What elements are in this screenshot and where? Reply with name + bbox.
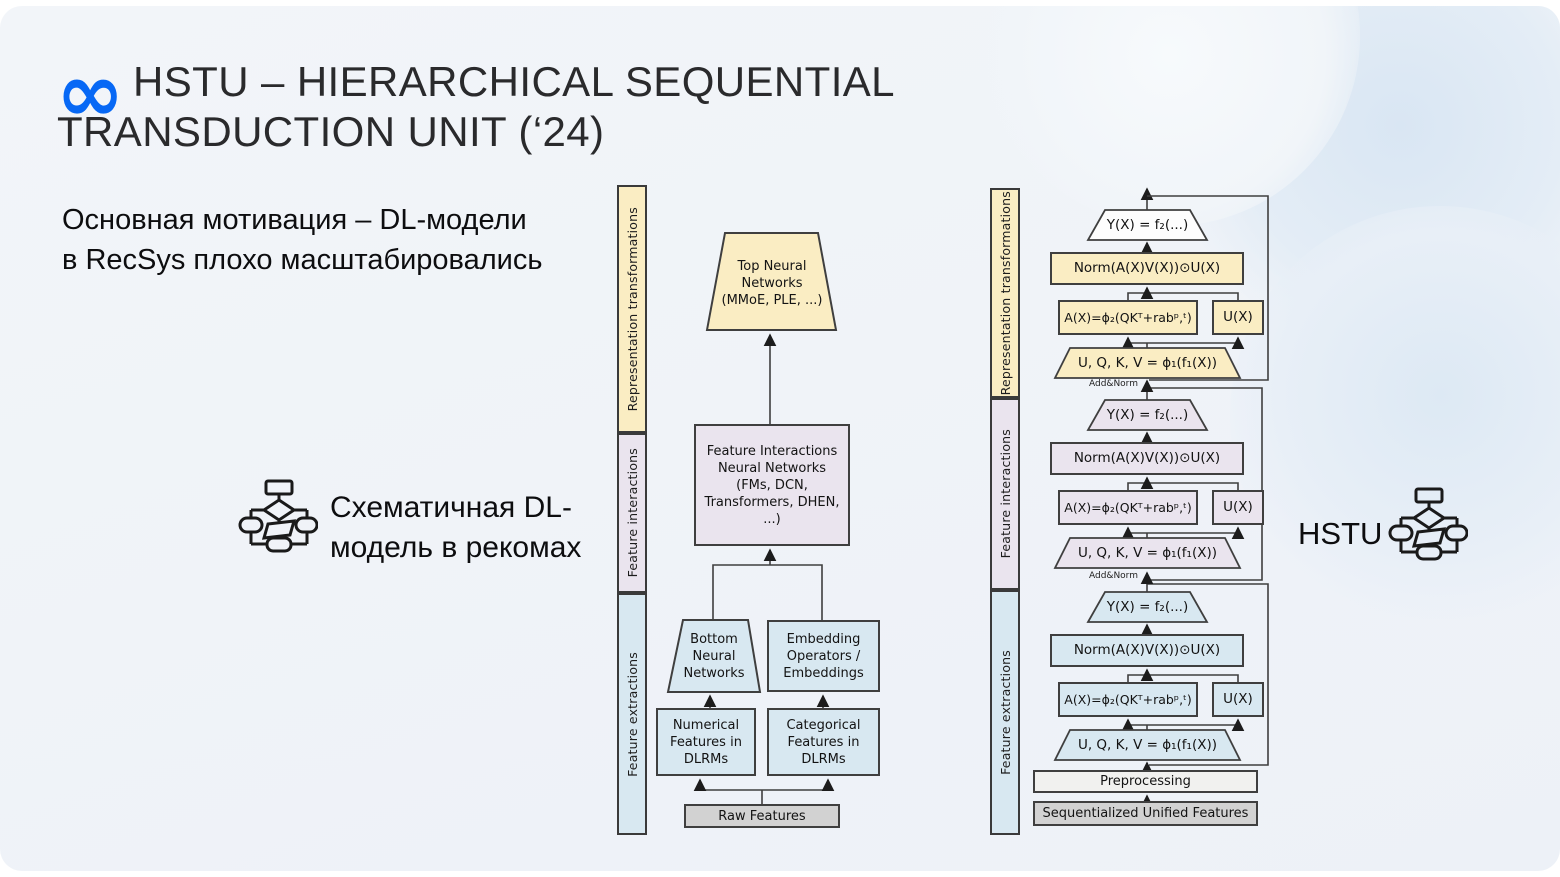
dlrm-caption: Схематичная DL- модель в рекомах: [330, 491, 582, 564]
motivation-text: Основная мотивация – DL-модели в RecSys …: [62, 204, 543, 276]
hstu-layer2-y-trapezoid: [1086, 399, 1209, 431]
top-nn-trapezoid: [705, 232, 838, 331]
hstu-layer2-norm-box: Norm(A(X)V(X))⊙U(X): [1050, 442, 1244, 475]
add-norm-label-2: Add&Norm: [1089, 571, 1138, 581]
stage-bar-representation: Representation transformations: [990, 188, 1020, 398]
dlrm-connectors: [666, 232, 838, 804]
stage-bar-extractions: Feature extractions: [617, 593, 647, 835]
hstu-layer1-u-box: U(X): [1212, 300, 1264, 335]
hstu-diagram: Representation transformations Feature i…: [985, 180, 1285, 845]
stage-bar-interactions: Feature interactions: [990, 398, 1020, 590]
categorical-features-box: Categorical Features in DLRMs: [767, 708, 880, 776]
bottom-nn-trapezoid: [666, 619, 762, 693]
sequentialized-features-box: Sequentialized Unified Features: [1033, 801, 1258, 826]
bottom-nn-label: Bottom Neural Networks: [683, 631, 745, 681]
hstu-caption: HSTU: [1298, 516, 1383, 551]
hstu-layer2-u-box: U(X): [1212, 490, 1264, 525]
hstu-layer1-attn-box: A(X)=ϕ₂(QKᵀ+rabᵖ,ᵗ): [1058, 300, 1198, 335]
embedding-operators-box: Embedding Operators / Embeddings: [767, 620, 880, 692]
dlrm-diagram: Representation transformations Feature i…: [610, 180, 910, 845]
top-nn-label: Top Neural Networks (MMoE, PLE, ...): [721, 258, 823, 308]
hstu-layer2-y-label: Y(X) = f₂(...): [1106, 406, 1189, 423]
hstu-layer1-uqkv-label: U, Q, K, V = ϕ₁(f₁(X)): [1077, 354, 1218, 371]
stage-bar-representation: Representation transformations: [617, 185, 647, 433]
hstu-layer3-y-trapezoid: [1086, 591, 1209, 623]
hstu-flowchart-icon: [1388, 486, 1469, 569]
hstu-layer2-uqkv-label: U, Q, K, V = ϕ₁(f₁(X)): [1077, 544, 1218, 561]
add-norm-label-1: Add&Norm: [1089, 379, 1138, 389]
slide-background: ∞ HSTU – HIERARCHICAL SEQUENTIAL TRANSDU…: [0, 6, 1560, 871]
hstu-layer3-uqkv-label: U, Q, K, V = ϕ₁(f₁(X)): [1077, 736, 1218, 753]
feature-interactions-box: Feature Interactions Neural Networks (FM…: [694, 424, 850, 546]
hstu-layer3-y-label: Y(X) = f₂(...): [1106, 598, 1189, 615]
stage-bar-extractions: Feature extractions: [990, 590, 1020, 835]
hstu-layer3-norm-box: Norm(A(X)V(X))⊙U(X): [1050, 634, 1244, 667]
dlrm-flowchart-icon: [238, 478, 319, 561]
hstu-layer1-norm-box: Norm(A(X)V(X))⊙U(X): [1050, 252, 1244, 285]
preprocessing-box: Preprocessing: [1033, 770, 1258, 793]
hstu-layer3-attn-box: A(X)=ϕ₂(QKᵀ+rabᵖ,ᵗ): [1058, 682, 1198, 717]
hstu-layer3-uqkv-trapezoid: [1053, 729, 1242, 761]
page-title-line2: TRANSDUCTION UNIT (‘24): [57, 108, 605, 155]
raw-features-box: Raw Features: [684, 804, 840, 828]
stage-bar-interactions: Feature interactions: [617, 433, 647, 593]
page-title-line1: HSTU – HIERARCHICAL SEQUENTIAL: [133, 58, 895, 105]
hstu-layer2-attn-box: A(X)=ϕ₂(QKᵀ+rabᵖ,ᵗ): [1058, 490, 1198, 525]
hstu-layer3-u-box: U(X): [1212, 682, 1264, 717]
numerical-features-box: Numerical Features in DLRMs: [656, 708, 756, 776]
hstu-layer1-y-label: Y(X) = f₂(...): [1106, 216, 1189, 233]
